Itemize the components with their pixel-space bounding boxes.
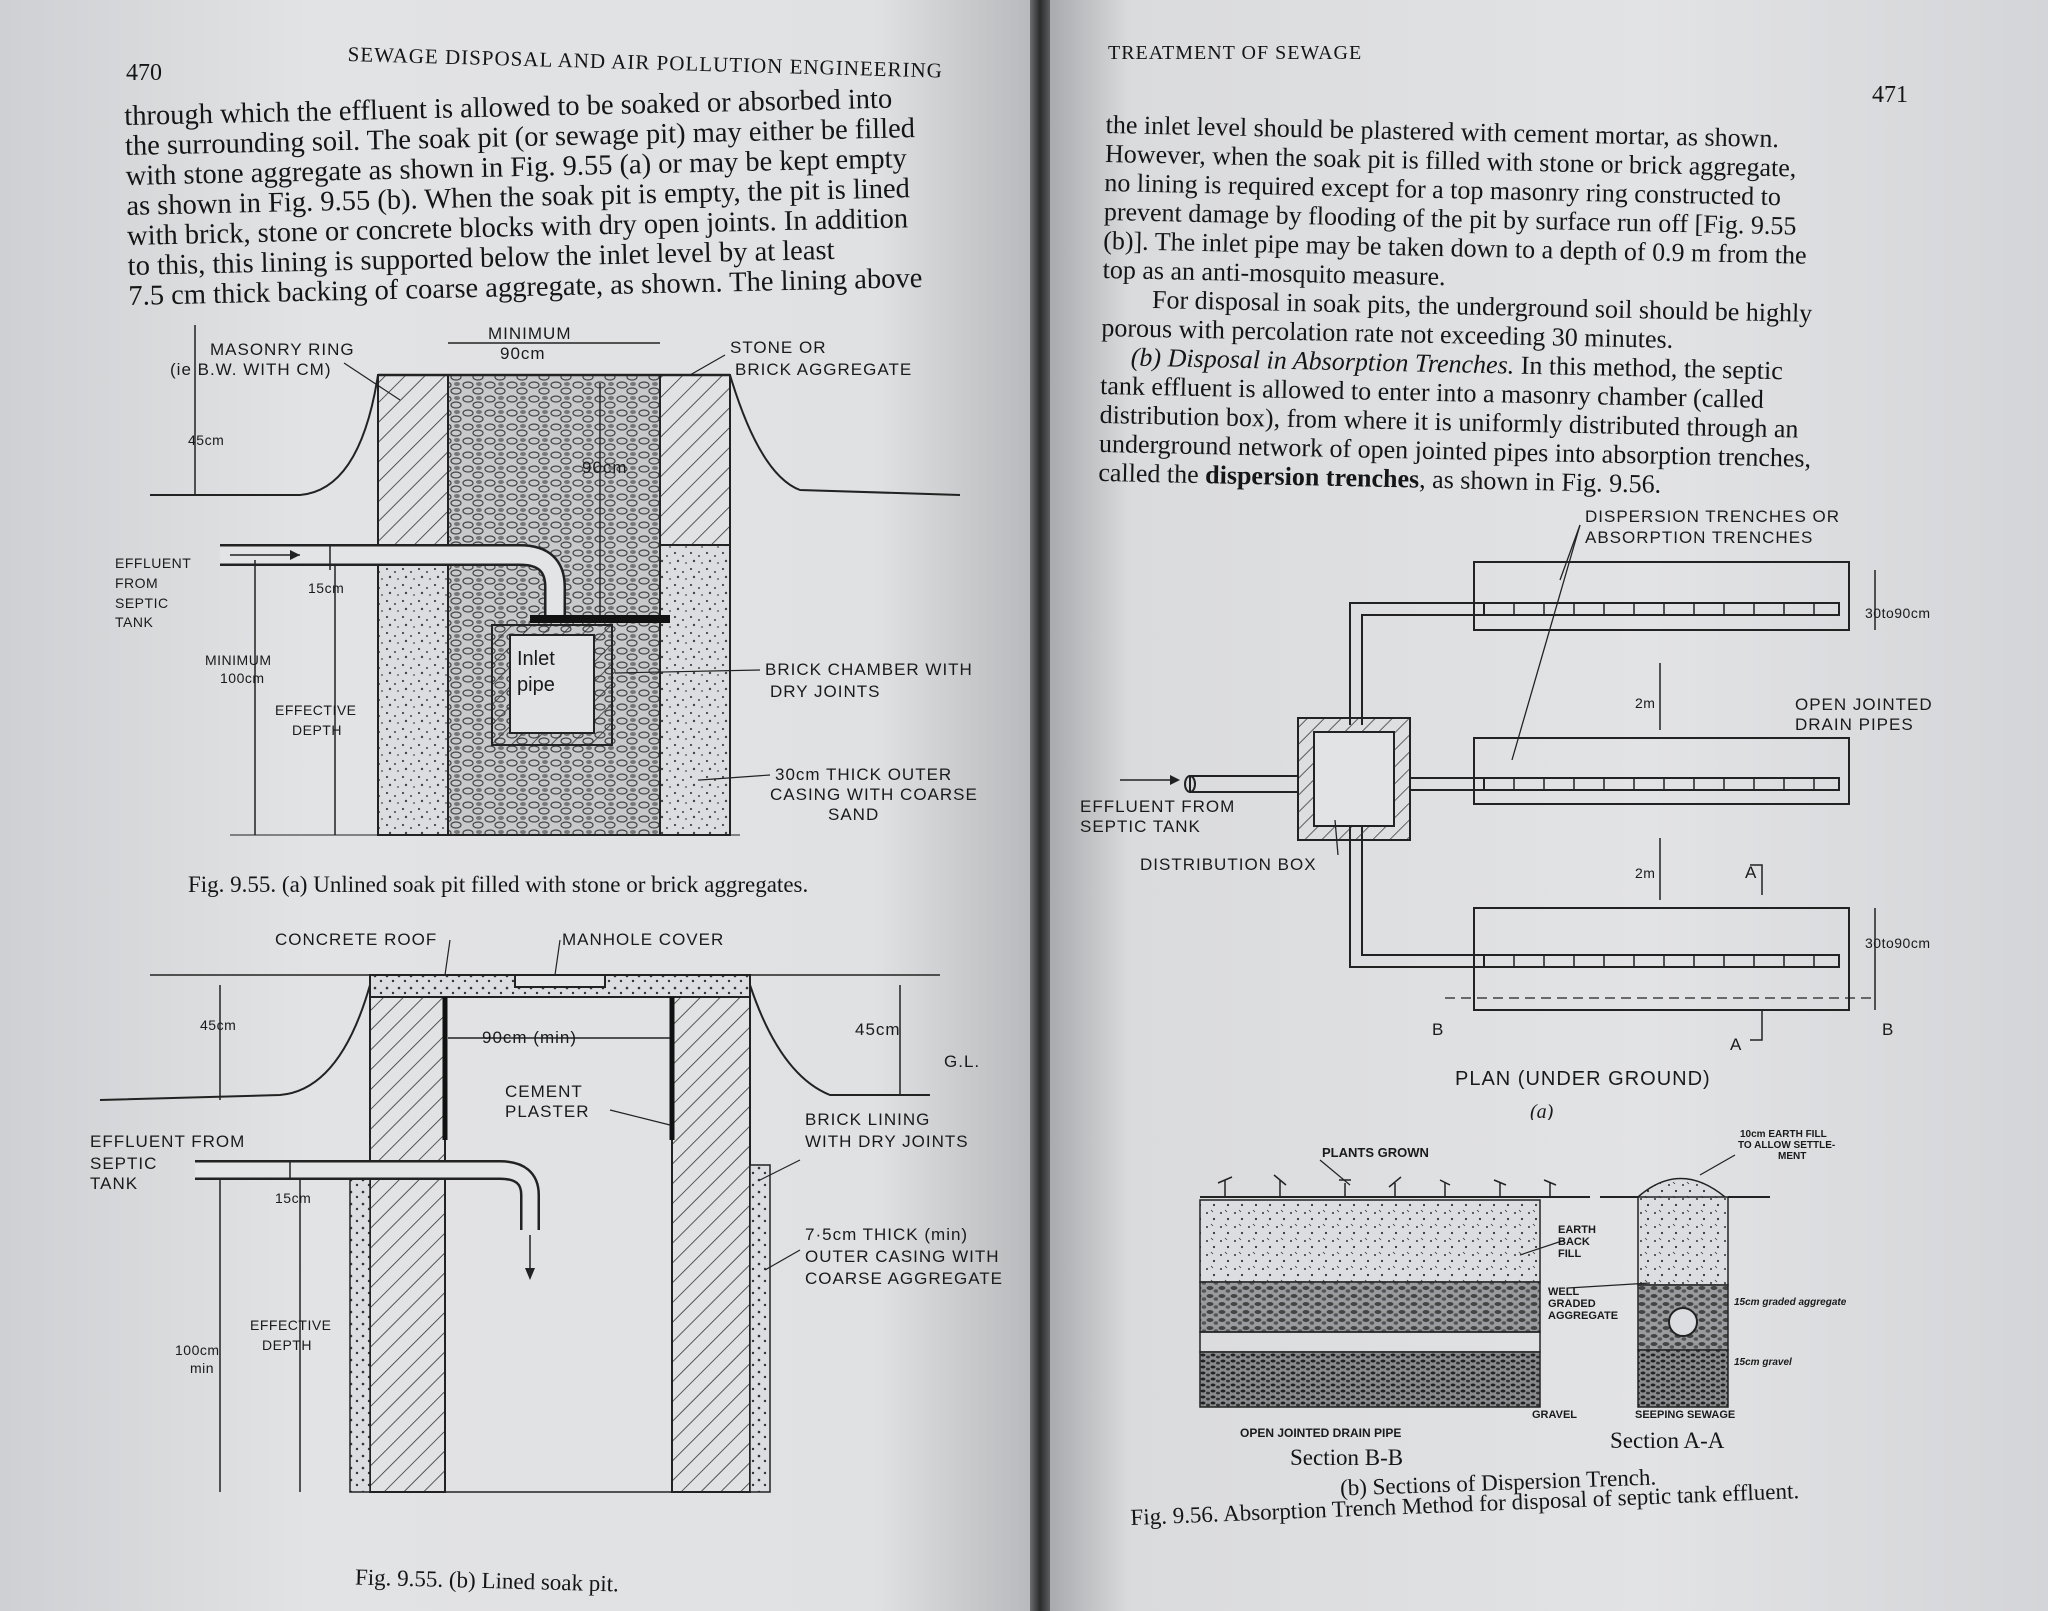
label-graded: GRADED (1548, 1298, 1596, 1310)
label-cement: CEMENT (505, 1082, 583, 1101)
label-seeping-sewage: SEEPING SEWAGE (1635, 1409, 1735, 1421)
label-45cm-left: 45cm (200, 1017, 236, 1033)
label-casing-b: 7·5cm THICK (min) (805, 1225, 968, 1244)
caption-section-a-a: Section A-A (1610, 1428, 1725, 1453)
label-brick-chamber: BRICK CHAMBER WITH (765, 660, 973, 679)
label-brick-lining: BRICK LINING (805, 1110, 930, 1129)
book-gutter (1030, 0, 1050, 1611)
label-30to90-bottom: 30to90cm (1865, 935, 1930, 951)
figure-9-56b-sections: PLANTS GROWN 10cm EARTH FILL TO ALLOW SE… (1199, 1129, 1847, 1440)
label-aggregate: AGGREGATE (1548, 1310, 1618, 1322)
label-tank-b: TANK (90, 1174, 138, 1193)
label-minimum-100: MINIMUM (205, 652, 272, 668)
label-drain-pipes: DRAIN PIPES (1795, 715, 1914, 734)
label-dispersion-trenches: DISPERSION TRENCHES OR (1585, 507, 1840, 526)
label-plants-grown: PLANTS GROWN (1322, 1145, 1429, 1160)
label-2m-top: 2m (1635, 695, 1655, 711)
label-sand: SAND (828, 805, 879, 824)
label-stone: STONE OR (730, 338, 826, 357)
label-effluent-from-plan: EFFLUENT FROM (1080, 797, 1235, 816)
label-earth: EARTH (1558, 1224, 1596, 1236)
term-dispersion-trenches: dispersion trenches (1204, 460, 1420, 494)
last-pre: called the (1098, 457, 1206, 490)
caption-fig-9-55a: Fig. 9.55. (a) Unlined soak pit filled w… (188, 872, 809, 897)
label-effluent: EFFLUENT (115, 555, 191, 571)
label-depth: DEPTH (292, 722, 342, 738)
label-septic-b: SEPTIC (90, 1154, 157, 1173)
label-ground-level: G.L. (944, 1052, 980, 1071)
label-fill: FILL (1558, 1248, 1581, 1260)
label-100cm: 100cm (220, 670, 265, 686)
label-section-b-right: B (1882, 1020, 1894, 1039)
label-absorption-trenches: ABSORPTION TRENCHES (1585, 528, 1813, 547)
label-earth-fill-2: TO ALLOW SETTLE- (1738, 1140, 1835, 1151)
label-casing-2: CASING WITH COARSE (770, 785, 978, 804)
label-depth-b: DEPTH (262, 1337, 312, 1353)
label-dry-joints-b: WITH DRY JOINTS (805, 1132, 969, 1151)
label-min-b: min (190, 1360, 214, 1376)
right-page: TREATMENT OF SEWAGE 471 the inlet level … (1050, 0, 2048, 1611)
label-dry-joints: DRY JOINTS (770, 682, 880, 701)
label-casing: 30cm THICK OUTER (775, 765, 952, 784)
label-manhole-cover: MANHOLE COVER (562, 930, 724, 949)
label-back: BACK (1558, 1236, 1590, 1248)
label-well: WELL (1548, 1286, 1579, 1298)
label-15cm-graded: 15cm graded aggregate (1734, 1297, 1847, 1308)
label-pipe: pipe (517, 674, 555, 696)
caption-fig-9-55b: Fig. 9.55. (b) Lined soak pit. (354, 1564, 620, 1597)
label-masonry-ring: MASONRY RING (210, 340, 355, 359)
label-section-b-left: B (1432, 1020, 1444, 1039)
label-earth-fill-3: MENT (1778, 1151, 1806, 1162)
label-effluent-from: FROM (115, 575, 158, 591)
figure-9-56a-plan: DISPERSION TRENCHES OR ABSORPTION TRENCH… (1080, 507, 1933, 1120)
label-earth-fill: 10cm EARTH FILL (1740, 1129, 1827, 1140)
label-masonry-ring-2: (ie B.W. WITH CM) (170, 360, 331, 379)
label-width-90: 90cm (500, 344, 546, 363)
label-distribution-box: DISTRIBUTION BOX (1140, 855, 1317, 874)
right-running-head: TREATMENT OF SEWAGE (1108, 42, 1363, 64)
label-effective: EFFECTIVE (275, 702, 357, 718)
label-effective-b: EFFECTIVE (250, 1317, 332, 1333)
label-casing-b-3: COARSE AGGREGATE (805, 1269, 1003, 1288)
label-90cm-depth: 90cm (582, 458, 628, 477)
label-sub-a: (a) (1530, 1101, 1554, 1120)
label-plaster: PLASTER (505, 1102, 589, 1121)
label-effluent-septic: SEPTIC (115, 595, 169, 611)
label-15cm-b: 15cm (275, 1190, 311, 1206)
label-effluent-from-b: EFFLUENT FROM (90, 1132, 245, 1151)
left-page-number: 470 (126, 60, 162, 86)
label-casing-b-2: OUTER CASING WITH (805, 1247, 1000, 1266)
label-100cm-b: 100cm (175, 1342, 220, 1358)
figure-9-55b-lined-soak-pit: CONCRETE ROOF MANHOLE COVER 45cm 45cm 90… (90, 930, 1003, 1493)
label-inlet: Inlet (517, 648, 555, 670)
right-body-text: the inlet level should be plastered with… (1098, 110, 1966, 505)
label-section-a-top: A (1745, 863, 1757, 882)
label-30to90-top: 30to90cm (1865, 605, 1930, 621)
label-septic-tank-plan: SEPTIC TANK (1080, 817, 1201, 836)
label-15cm: 15cm (308, 580, 344, 596)
left-body-text: through which the effluent is allowed to… (124, 83, 961, 312)
label-concrete-roof: CONCRETE ROOF (275, 930, 437, 949)
label-15cm-gravel: 15cm gravel (1734, 1357, 1792, 1368)
label-open-jointed: OPEN JOINTED (1795, 695, 1933, 714)
label-2m-bottom: 2m (1635, 865, 1655, 881)
left-page: 470 SEWAGE DISPOSAL AND AIR POLLUTION EN… (0, 0, 1030, 1611)
last-post: , as shown in Fig. 9.56. (1418, 464, 1662, 499)
label-90cm-min: 90cm (min) (482, 1028, 577, 1047)
label-plan-underground: PLAN (UNDER GROUND) (1455, 1068, 1711, 1090)
label-effluent-tank: TANK (115, 614, 153, 630)
label-45cm-right: 45cm (855, 1020, 901, 1039)
left-running-head: SEWAGE DISPOSAL AND AIR POLLUTION ENGINE… (347, 42, 944, 83)
figure-9-55a-unlined-soak-pit: MASONRY RING (ie B.W. WITH CM) MINIMUM 9… (115, 325, 978, 836)
right-page-number: 471 (1872, 82, 1908, 108)
label-brick-aggregate: BRICK AGGREGATE (735, 360, 912, 379)
label-minimum: MINIMUM (488, 325, 571, 343)
label-section-a-bottom: A (1730, 1035, 1742, 1054)
label-gravel: GRAVEL (1532, 1409, 1577, 1421)
caption-section-b-b: Section B-B (1290, 1445, 1404, 1470)
label-open-jointed-pipe: OPEN JOINTED DRAIN PIPE (1240, 1426, 1401, 1440)
label-45cm: 45cm (188, 432, 224, 448)
